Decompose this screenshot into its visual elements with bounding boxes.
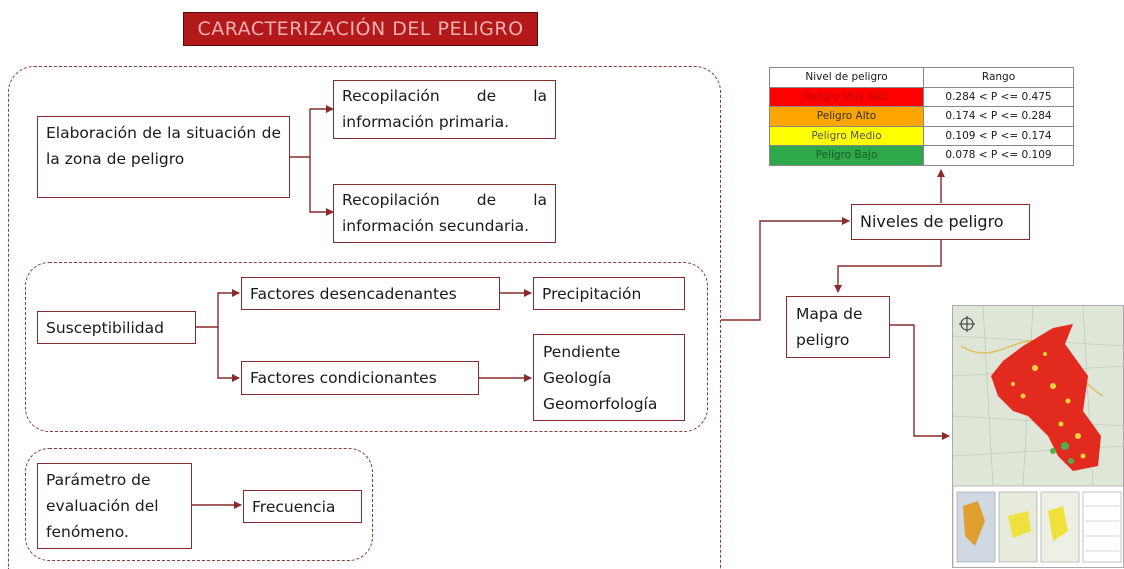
box-susceptibilidad: Susceptibilidad	[37, 311, 196, 344]
factor-geomorfologia: Geomorfología	[543, 395, 658, 413]
arrow-to-factores-desencadenantes	[196, 289, 240, 328]
box-mapa-peligro: Mapa de peligro	[786, 296, 890, 358]
arrow-to-map-image	[890, 324, 950, 440]
range-cell: 0.284 < P <= 0.475	[923, 86, 1074, 107]
susceptibility-group	[25, 262, 708, 432]
main-group	[8, 66, 721, 569]
header-nivel: Nivel de peligro	[769, 67, 924, 88]
level-cell: Peligro Medio	[769, 125, 924, 146]
table-row: Peligro Medio 0.109 < P <= 0.174	[769, 125, 1074, 146]
header-rango: Rango	[923, 67, 1074, 88]
box-niveles-peligro: Niveles de peligro	[851, 204, 1030, 240]
box-parametro: Parámetro de evaluación del fenómeno.	[37, 463, 192, 549]
arrow-to-recop-secundaria	[309, 157, 334, 216]
box-frecuencia: Frecuencia	[243, 490, 362, 523]
box-geo-factors: Pendiente Geología Geomorfología	[533, 334, 685, 421]
range-cell: 0.174 < P <= 0.284	[923, 106, 1074, 127]
arrow-to-recop-primaria	[290, 105, 334, 158]
table-row: Peligro Bajo 0.078 < P <= 0.109	[769, 145, 1074, 166]
hazard-map-image	[952, 305, 1124, 568]
level-cell: Peligro Bajo	[769, 145, 924, 166]
box-elaboracion: Elaboración de la situación de la zona d…	[37, 116, 290, 198]
range-cell: 0.109 < P <= 0.174	[923, 125, 1074, 146]
hazard-level-table: Nivel de peligro Rango Peligro Muy Alto …	[769, 67, 1074, 166]
table-header-row: Nivel de peligro Rango	[769, 67, 1074, 88]
box-recop-secundaria: Recopilación de la información secundari…	[333, 184, 556, 243]
level-cell: Peligro Muy Alto	[769, 86, 924, 107]
hazard-map-graphic	[953, 306, 1123, 567]
box-factores-condicionantes: Factores condicionantes	[241, 361, 479, 395]
arrow-to-mapa	[834, 240, 942, 293]
box-precipitacion: Precipitación	[533, 277, 685, 310]
table-row: Peligro Alto 0.174 < P <= 0.284	[769, 106, 1074, 127]
diagram-title: CARACTERIZACIÓN DEL PELIGRO	[183, 12, 538, 46]
factor-pendiente: Pendiente	[543, 343, 621, 361]
level-cell: Peligro Alto	[769, 106, 924, 127]
arrow-to-factores-condicionantes	[217, 327, 240, 382]
table-row: Peligro Muy Alto 0.284 < P <= 0.475	[769, 86, 1074, 107]
factor-geologia: Geología	[543, 369, 612, 387]
parameter-group	[25, 448, 373, 561]
arrow-to-niveles	[721, 217, 850, 321]
box-recop-primaria: Recopilación de la información primaria.	[333, 80, 556, 139]
range-cell: 0.078 < P <= 0.109	[923, 145, 1074, 166]
box-factores-desencadenantes: Factores desencadenantes	[241, 277, 500, 310]
